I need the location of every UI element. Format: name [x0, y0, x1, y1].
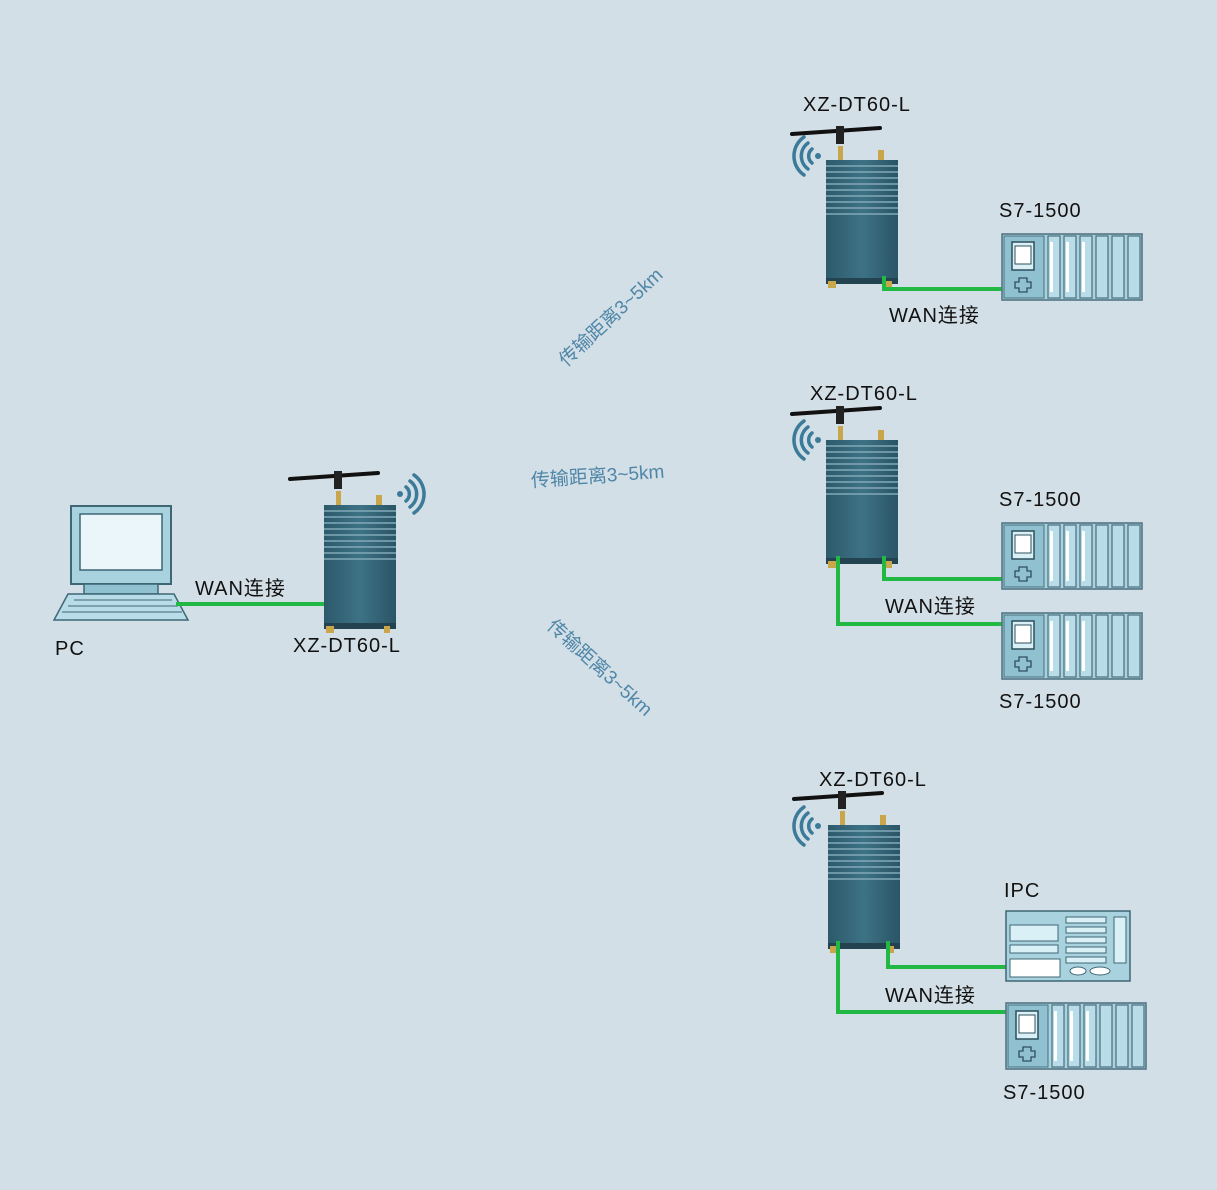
plc-site1-icon	[1001, 233, 1143, 301]
wan-label-left: WAN连接	[195, 578, 286, 600]
wifi-signal-site1-icon	[792, 135, 823, 177]
wan-label-site2: WAN连接	[885, 596, 976, 618]
pc-label: PC	[55, 638, 85, 660]
radio-site3-icon	[792, 789, 902, 955]
radio-left-icon	[288, 469, 398, 635]
ipc-label-site3: IPC	[1004, 880, 1041, 902]
plc-site2-a-icon	[1001, 522, 1143, 590]
plc-label-site3: S7-1500	[1003, 1082, 1086, 1104]
wan-link-site3-a	[886, 941, 1006, 969]
wan-link-site2-b	[836, 556, 1002, 626]
wan-link-site1	[882, 276, 1002, 291]
pc-icon	[53, 505, 189, 621]
radio-site2-icon	[790, 404, 900, 570]
plc-site2-b-icon	[1001, 612, 1143, 680]
ipc-site3-icon	[1005, 910, 1131, 982]
radio-label-site2: XZ-DT60-L	[810, 383, 918, 405]
wan-link-site3-b	[836, 941, 1006, 1014]
radio-label-site1: XZ-DT60-L	[803, 94, 911, 116]
radio-label-site3: XZ-DT60-L	[819, 769, 927, 791]
wan-label-site3: WAN连接	[885, 985, 976, 1007]
plc-label-site2-a: S7-1500	[999, 489, 1082, 511]
plc-label-site1: S7-1500	[999, 200, 1082, 222]
wan-link-site2-a	[882, 556, 1002, 581]
wifi-signal-site2-icon	[792, 419, 823, 461]
wifi-signal-left-icon	[395, 473, 426, 515]
plc-label-site2-b: S7-1500	[999, 691, 1082, 713]
wifi-signal-site3-icon	[792, 805, 823, 847]
plc-site3-icon	[1005, 1002, 1147, 1070]
wan-label-site1: WAN连接	[889, 305, 980, 327]
radio-site1-icon	[790, 124, 900, 290]
radio-label-left: XZ-DT60-L	[293, 635, 401, 657]
